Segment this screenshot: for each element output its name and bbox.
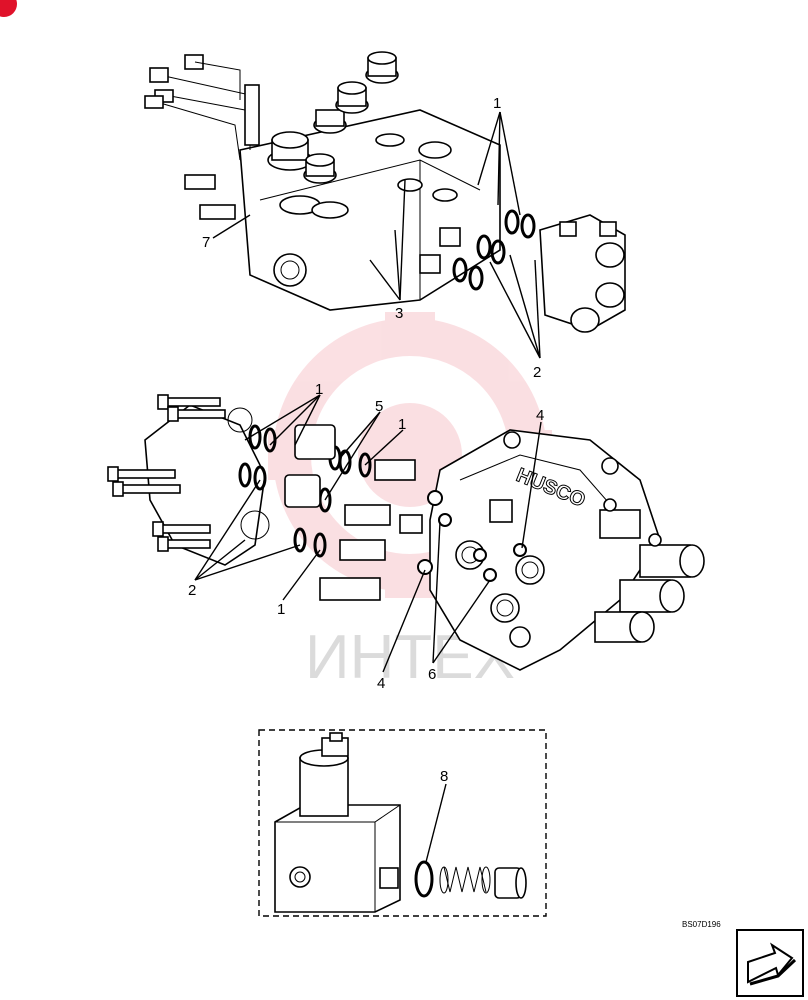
callout-mid-4b: 4 [377, 675, 385, 692]
callout-mid-5: 5 [375, 398, 383, 415]
next-page-arrow-icon[interactable] [736, 929, 804, 997]
top-valve-assembly [144, 51, 626, 359]
callout-mid-6: 6 [428, 666, 436, 683]
callout-mid-4a: 4 [536, 407, 544, 424]
callout-mid-1c: 1 [277, 601, 285, 618]
middle-valve-assembly: HUSCO [107, 394, 705, 673]
callout-top-2: 2 [533, 364, 541, 381]
callout-mid-2: 2 [188, 582, 196, 599]
callout-bottom-8: 8 [440, 768, 448, 785]
callout-top-7: 7 [202, 234, 210, 251]
callout-mid-1a: 1 [315, 381, 323, 398]
callout-mid-1b: 1 [398, 416, 406, 433]
solenoid-valve-inset [258, 729, 547, 917]
callout-top-1: 1 [493, 95, 501, 112]
brand-logo-icon [0, 0, 17, 17]
callout-top-3: 3 [395, 305, 403, 322]
drawing-code: BS07D196 [682, 920, 721, 929]
